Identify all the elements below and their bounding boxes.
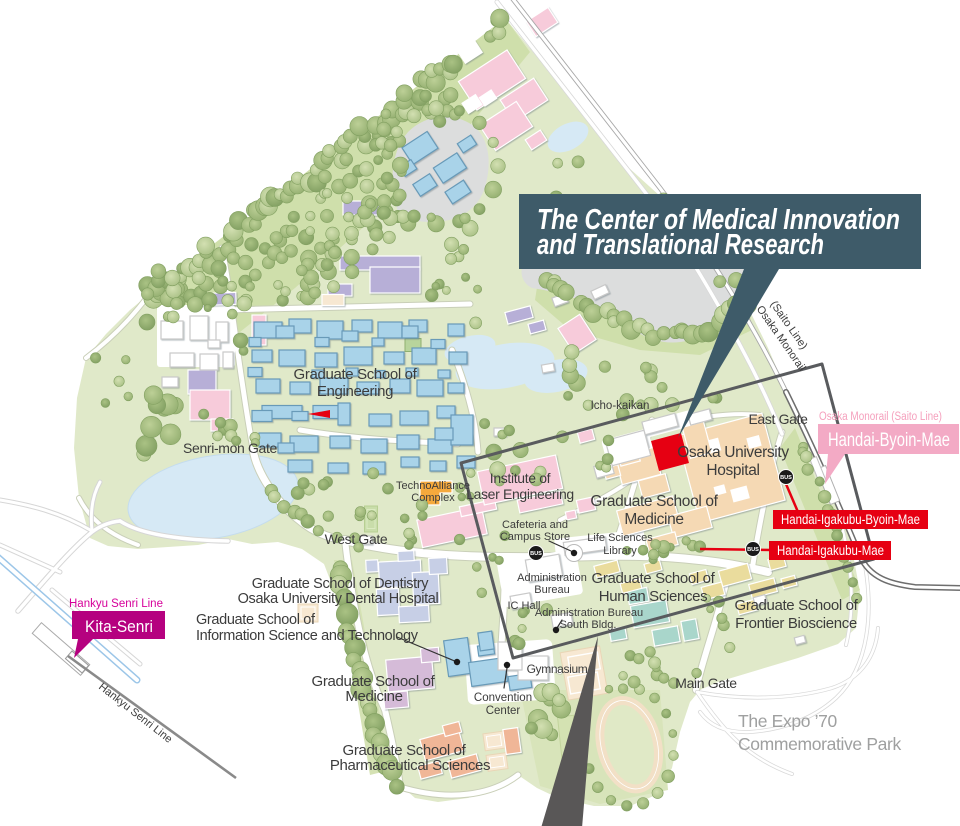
svg-text:Senri-mon Gate: Senri-mon Gate xyxy=(183,440,277,456)
svg-text:Cafeteria and: Cafeteria and xyxy=(502,519,568,531)
svg-text:Hankyu Senri Line: Hankyu Senri Line xyxy=(69,598,163,610)
svg-text:Graduate School of: Graduate School of xyxy=(312,673,436,690)
svg-text:Handai-Byoin-Mae: Handai-Byoin-Mae xyxy=(828,430,950,451)
svg-text:West Gate: West Gate xyxy=(325,531,388,547)
svg-text:Osaka Monorail (Saito Line): Osaka Monorail (Saito Line) xyxy=(819,411,942,423)
svg-text:Administration: Administration xyxy=(517,572,587,584)
svg-text:Frontier Bioscience: Frontier Bioscience xyxy=(735,615,857,632)
svg-text:Main Gate: Main Gate xyxy=(675,675,737,691)
svg-text:IC Hall: IC Hall xyxy=(507,600,540,612)
svg-text:The Center of Medical Innovati: The Center of Medical Innovation xyxy=(537,204,900,236)
svg-text:Graduate School of: Graduate School of xyxy=(590,493,718,510)
svg-text:Complex: Complex xyxy=(411,492,455,504)
svg-text:Life Sciences: Life Sciences xyxy=(587,532,653,544)
svg-text:Bureau: Bureau xyxy=(534,584,569,596)
svg-text:Human Sciences: Human Sciences xyxy=(599,588,708,605)
svg-text:Pharmaceutical Sciences: Pharmaceutical Sciences xyxy=(330,757,490,774)
svg-text:Laser Engineering: Laser Engineering xyxy=(466,486,574,502)
svg-text:Commemorative Park: Commemorative Park xyxy=(738,734,902,754)
svg-text:Osaka University: Osaka University xyxy=(677,444,789,461)
svg-text:and Translational Research: and Translational Research xyxy=(537,229,824,261)
svg-text:Icho-kaikan: Icho-kaikan xyxy=(591,400,650,412)
svg-text:The Expo ’70: The Expo ’70 xyxy=(738,711,838,731)
svg-text:Convention: Convention xyxy=(474,692,532,704)
svg-text:BUS: BUS xyxy=(780,475,792,481)
svg-text:Administration Bureau: Administration Bureau xyxy=(535,607,643,619)
svg-text:Graduate School of: Graduate School of xyxy=(735,597,859,614)
svg-text:BUS: BUS xyxy=(747,547,759,553)
svg-text:Osaka University Dental Hospit: Osaka University Dental Hospital xyxy=(238,591,439,607)
svg-text:BUS: BUS xyxy=(530,551,542,557)
svg-text:Hospital: Hospital xyxy=(706,462,759,479)
svg-text:Graduate School of: Graduate School of xyxy=(196,612,316,628)
svg-text:Graduate School of Dentistry: Graduate School of Dentistry xyxy=(252,576,429,592)
svg-text:Institute of: Institute of xyxy=(490,470,551,486)
svg-text:Handai-Igakubu-Byoin-Mae: Handai-Igakubu-Byoin-Mae xyxy=(781,512,920,527)
svg-text:Center: Center xyxy=(486,705,521,717)
svg-text:Medicine: Medicine xyxy=(345,688,402,705)
svg-text:Graduate School of: Graduate School of xyxy=(294,366,418,383)
svg-text:Library: Library xyxy=(603,545,637,557)
svg-text:Campus Store: Campus Store xyxy=(500,531,570,543)
svg-text:Graduate School of: Graduate School of xyxy=(343,742,467,759)
svg-text:Medicine: Medicine xyxy=(624,511,683,528)
svg-text:Engineering: Engineering xyxy=(317,383,393,400)
svg-text:Kita-Senri: Kita-Senri xyxy=(85,617,153,636)
svg-text:TechnoAlliance: TechnoAlliance xyxy=(396,480,470,492)
svg-text:Information Science and Techno: Information Science and Technology xyxy=(196,628,419,644)
svg-text:South Bldg.: South Bldg. xyxy=(560,619,617,631)
svg-text:East Gate: East Gate xyxy=(748,411,808,427)
svg-text:Gymnasium: Gymnasium xyxy=(527,662,588,676)
svg-text:Handai-Igakubu-Mae: Handai-Igakubu-Mae xyxy=(777,543,884,558)
svg-text:Graduate School of: Graduate School of xyxy=(592,570,716,587)
